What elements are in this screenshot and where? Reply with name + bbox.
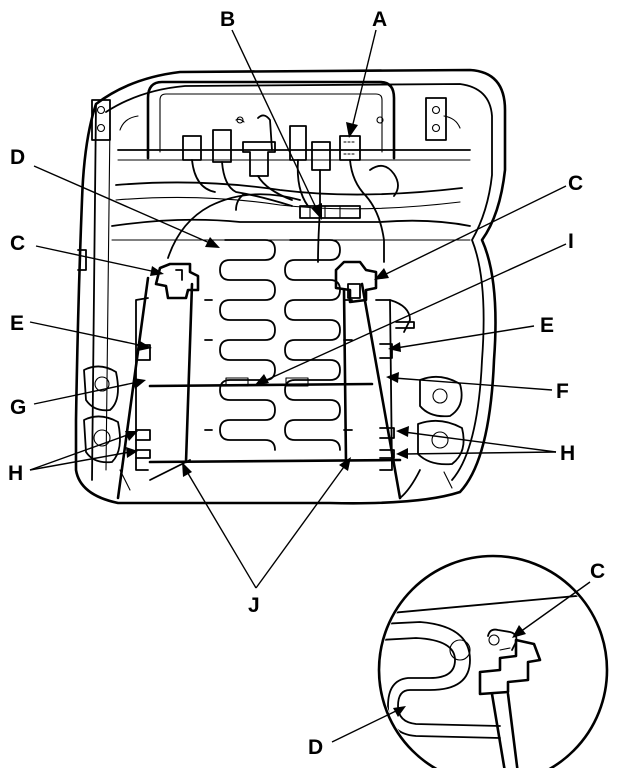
- callout-c-right: C: [568, 172, 583, 195]
- callout-j: J: [248, 594, 260, 617]
- callout-e-right: E: [540, 314, 554, 337]
- callout-d-inset: D: [308, 736, 323, 759]
- callout-e-left: E: [10, 312, 24, 335]
- seat-spring-mat: [148, 239, 402, 464]
- callout-c-inset: C: [590, 560, 605, 583]
- connector-a: [339, 135, 361, 161]
- callout-h-right: H: [560, 442, 575, 465]
- wiring-harness: [167, 114, 399, 263]
- callout-i: I: [568, 230, 574, 253]
- leader-lines: [29, 29, 591, 743]
- callout-g: G: [10, 396, 26, 419]
- callout-c-left: C: [10, 232, 25, 255]
- right-side-bracket: [334, 260, 421, 500]
- callout-b: B: [220, 8, 235, 31]
- callout-f: F: [556, 380, 569, 403]
- callout-d-main: D: [10, 146, 25, 169]
- frame-lower-detail: [83, 116, 465, 491]
- callout-labels: A B D C C I E E F G H H J C D: [8, 8, 605, 759]
- inset-magnified-view: [377, 554, 609, 768]
- callout-h-left: H: [8, 462, 23, 485]
- callout-a: A: [372, 8, 387, 31]
